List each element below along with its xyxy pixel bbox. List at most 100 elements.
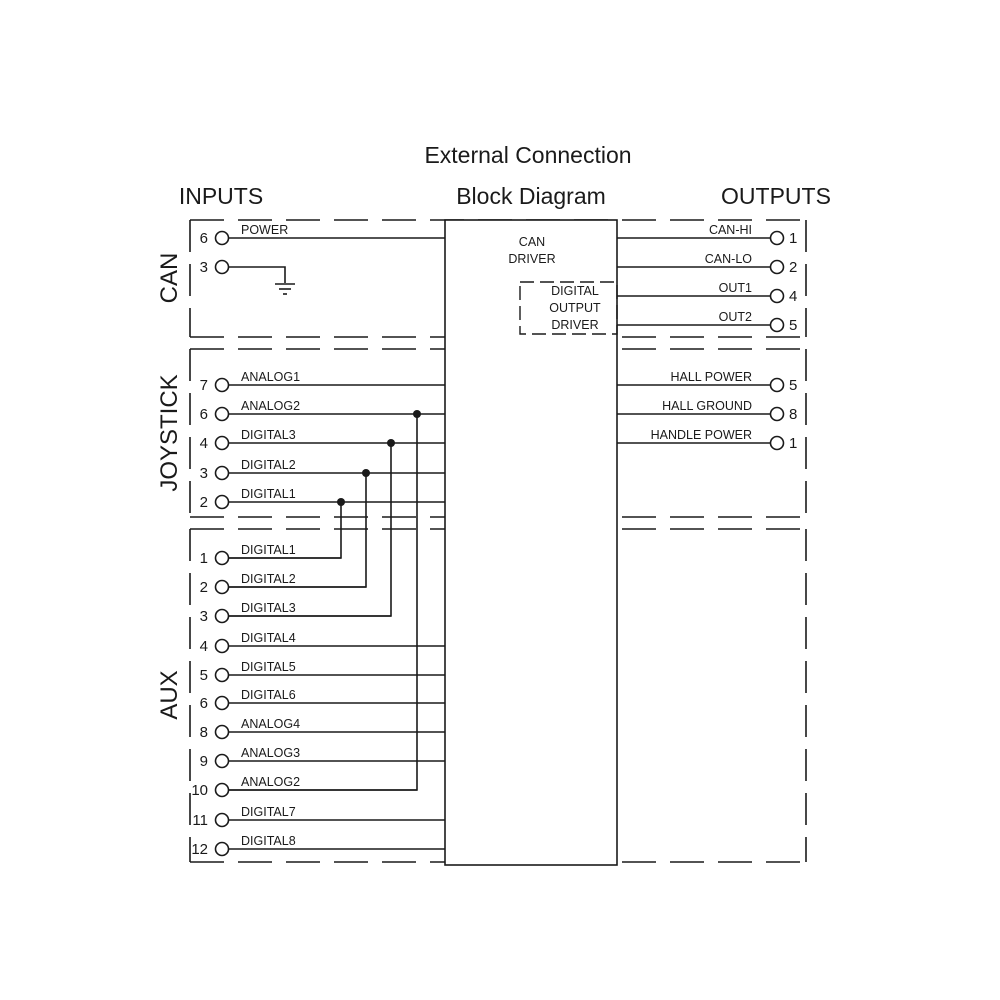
input-signal-label: ANALOG2 bbox=[241, 399, 300, 413]
output-pin-number: 2 bbox=[789, 259, 797, 276]
input-pin-number: 6 bbox=[200, 406, 208, 423]
input-signal-label: DIGITAL3 bbox=[241, 601, 296, 615]
output-terminal-row: OUT1 4 bbox=[617, 281, 797, 305]
output-pin-number: 1 bbox=[789, 435, 797, 452]
output-signal-label: HALL POWER bbox=[670, 370, 752, 384]
input-terminal-circle bbox=[214, 435, 230, 451]
output-terminal-circle bbox=[769, 406, 785, 422]
input-terminal-row: 4 DIGITAL3 bbox=[200, 428, 445, 452]
input-pin-number: 11 bbox=[192, 812, 208, 829]
output-pin-number: 1 bbox=[789, 230, 797, 247]
input-pin-number: 2 bbox=[200, 579, 208, 596]
input-pin-number: 9 bbox=[200, 753, 208, 770]
input-terminal-circle bbox=[214, 377, 230, 393]
input-terminal-row: 10 ANALOG2 bbox=[191, 775, 417, 799]
output-terminal-circle bbox=[769, 435, 785, 451]
output-terminal-row: HANDLE POWER 1 bbox=[617, 428, 797, 452]
digital-output-driver-block bbox=[519, 281, 618, 335]
group-label-aux: AUX bbox=[156, 670, 183, 719]
input-signal-label: DIGITAL6 bbox=[241, 688, 296, 702]
output-signal-label: HANDLE POWER bbox=[651, 428, 752, 442]
input-terminal-row: 9 ANALOG3 bbox=[200, 746, 445, 770]
input-signal-label: DIGITAL4 bbox=[241, 631, 296, 645]
input-signal-label: DIGITAL2 bbox=[241, 572, 296, 586]
diagram-title-line1: External Connection bbox=[424, 142, 631, 168]
input-terminal-row: 2 DIGITAL1 bbox=[200, 487, 445, 511]
input-terminal-row: 2 DIGITAL2 bbox=[200, 572, 366, 596]
can-driver-label-line1: CAN bbox=[519, 235, 545, 249]
output-terminal-row: CAN-LO 2 bbox=[617, 252, 797, 276]
input-signal-label: DIGITAL8 bbox=[241, 834, 296, 848]
input-terminal-circle bbox=[214, 406, 230, 422]
input-terminal-circle bbox=[214, 465, 230, 481]
output-terminal-circle bbox=[769, 288, 785, 304]
output-pin-number: 4 bbox=[789, 288, 797, 305]
output-terminal-row: OUT2 5 bbox=[617, 310, 797, 334]
group-label-can: CAN bbox=[156, 253, 183, 304]
input-pin-number: 10 bbox=[191, 782, 208, 799]
output-signal-label: OUT2 bbox=[719, 310, 752, 324]
digital-output-label-line1: DIGITAL bbox=[551, 284, 599, 298]
input-signal-label: ANALOG3 bbox=[241, 746, 300, 760]
diagram-title-line2: Block Diagram bbox=[456, 183, 606, 209]
output-terminal-circle bbox=[769, 317, 785, 333]
group-label-joystick: JOYSTICK bbox=[156, 374, 183, 491]
input-signal-label: ANALOG1 bbox=[241, 370, 300, 384]
output-pin-number: 5 bbox=[789, 317, 797, 334]
input-terminal-circle bbox=[214, 494, 230, 510]
input-signal-label: ANALOG2 bbox=[241, 775, 300, 789]
ground-symbol bbox=[229, 266, 295, 295]
input-pin-number: 4 bbox=[200, 638, 208, 655]
output-terminal-circle bbox=[769, 230, 785, 246]
output-pin-number: 8 bbox=[789, 406, 797, 423]
input-signal-label: ANALOG4 bbox=[241, 717, 300, 731]
input-pin-number: 2 bbox=[200, 494, 208, 511]
output-pin-number: 5 bbox=[789, 377, 797, 394]
input-signal-label: POWER bbox=[241, 223, 288, 237]
input-signal-label: DIGITAL7 bbox=[241, 805, 296, 819]
input-terminal-row: 5 DIGITAL5 bbox=[200, 660, 445, 684]
output-terminal-row: HALL POWER 5 bbox=[617, 370, 797, 394]
input-terminal-circle bbox=[214, 667, 230, 683]
output-signal-label: OUT1 bbox=[719, 281, 752, 295]
input-terminal-circle bbox=[214, 841, 230, 857]
output-signal-label: CAN-LO bbox=[705, 252, 753, 266]
outputs-heading: OUTPUTS bbox=[721, 183, 831, 209]
input-signal-label: DIGITAL3 bbox=[241, 428, 296, 442]
input-terminal-circle bbox=[214, 579, 230, 595]
output-terminal-circle bbox=[769, 259, 785, 275]
output-terminal-row: HALL GROUND 8 bbox=[617, 399, 797, 423]
input-terminal-circle bbox=[214, 230, 230, 246]
input-terminal-row: 4 DIGITAL4 bbox=[200, 631, 445, 655]
input-terminal-row: 3 DIGITAL2 bbox=[200, 458, 445, 482]
can-driver-label-line2: DRIVER bbox=[508, 252, 555, 266]
input-signal-label: DIGITAL5 bbox=[241, 660, 296, 674]
input-terminal-circle bbox=[214, 608, 230, 624]
input-signal-label: DIGITAL1 bbox=[241, 487, 296, 501]
input-terminal-circle bbox=[214, 812, 230, 828]
input-terminal-circle bbox=[214, 638, 230, 654]
input-terminal-circle bbox=[214, 724, 230, 740]
input-pin-number: 4 bbox=[200, 435, 208, 452]
input-pin-number: 6 bbox=[200, 695, 208, 712]
input-terminal-circle bbox=[214, 259, 230, 275]
input-pin-number: 5 bbox=[200, 667, 208, 684]
inputs-heading: INPUTS bbox=[179, 183, 263, 209]
input-signal-label: DIGITAL1 bbox=[241, 543, 296, 557]
input-terminal-row: 6 DIGITAL6 bbox=[200, 688, 445, 712]
input-signal-label: DIGITAL2 bbox=[241, 458, 296, 472]
input-terminal-circle bbox=[214, 550, 230, 566]
digital-output-label-line3: DRIVER bbox=[551, 318, 598, 332]
input-terminal-row: 6 ANALOG2 bbox=[200, 399, 445, 423]
input-pin-number: 3 bbox=[200, 465, 208, 482]
output-signal-label: HALL GROUND bbox=[662, 399, 752, 413]
input-terminal-row: 3 bbox=[200, 259, 230, 276]
